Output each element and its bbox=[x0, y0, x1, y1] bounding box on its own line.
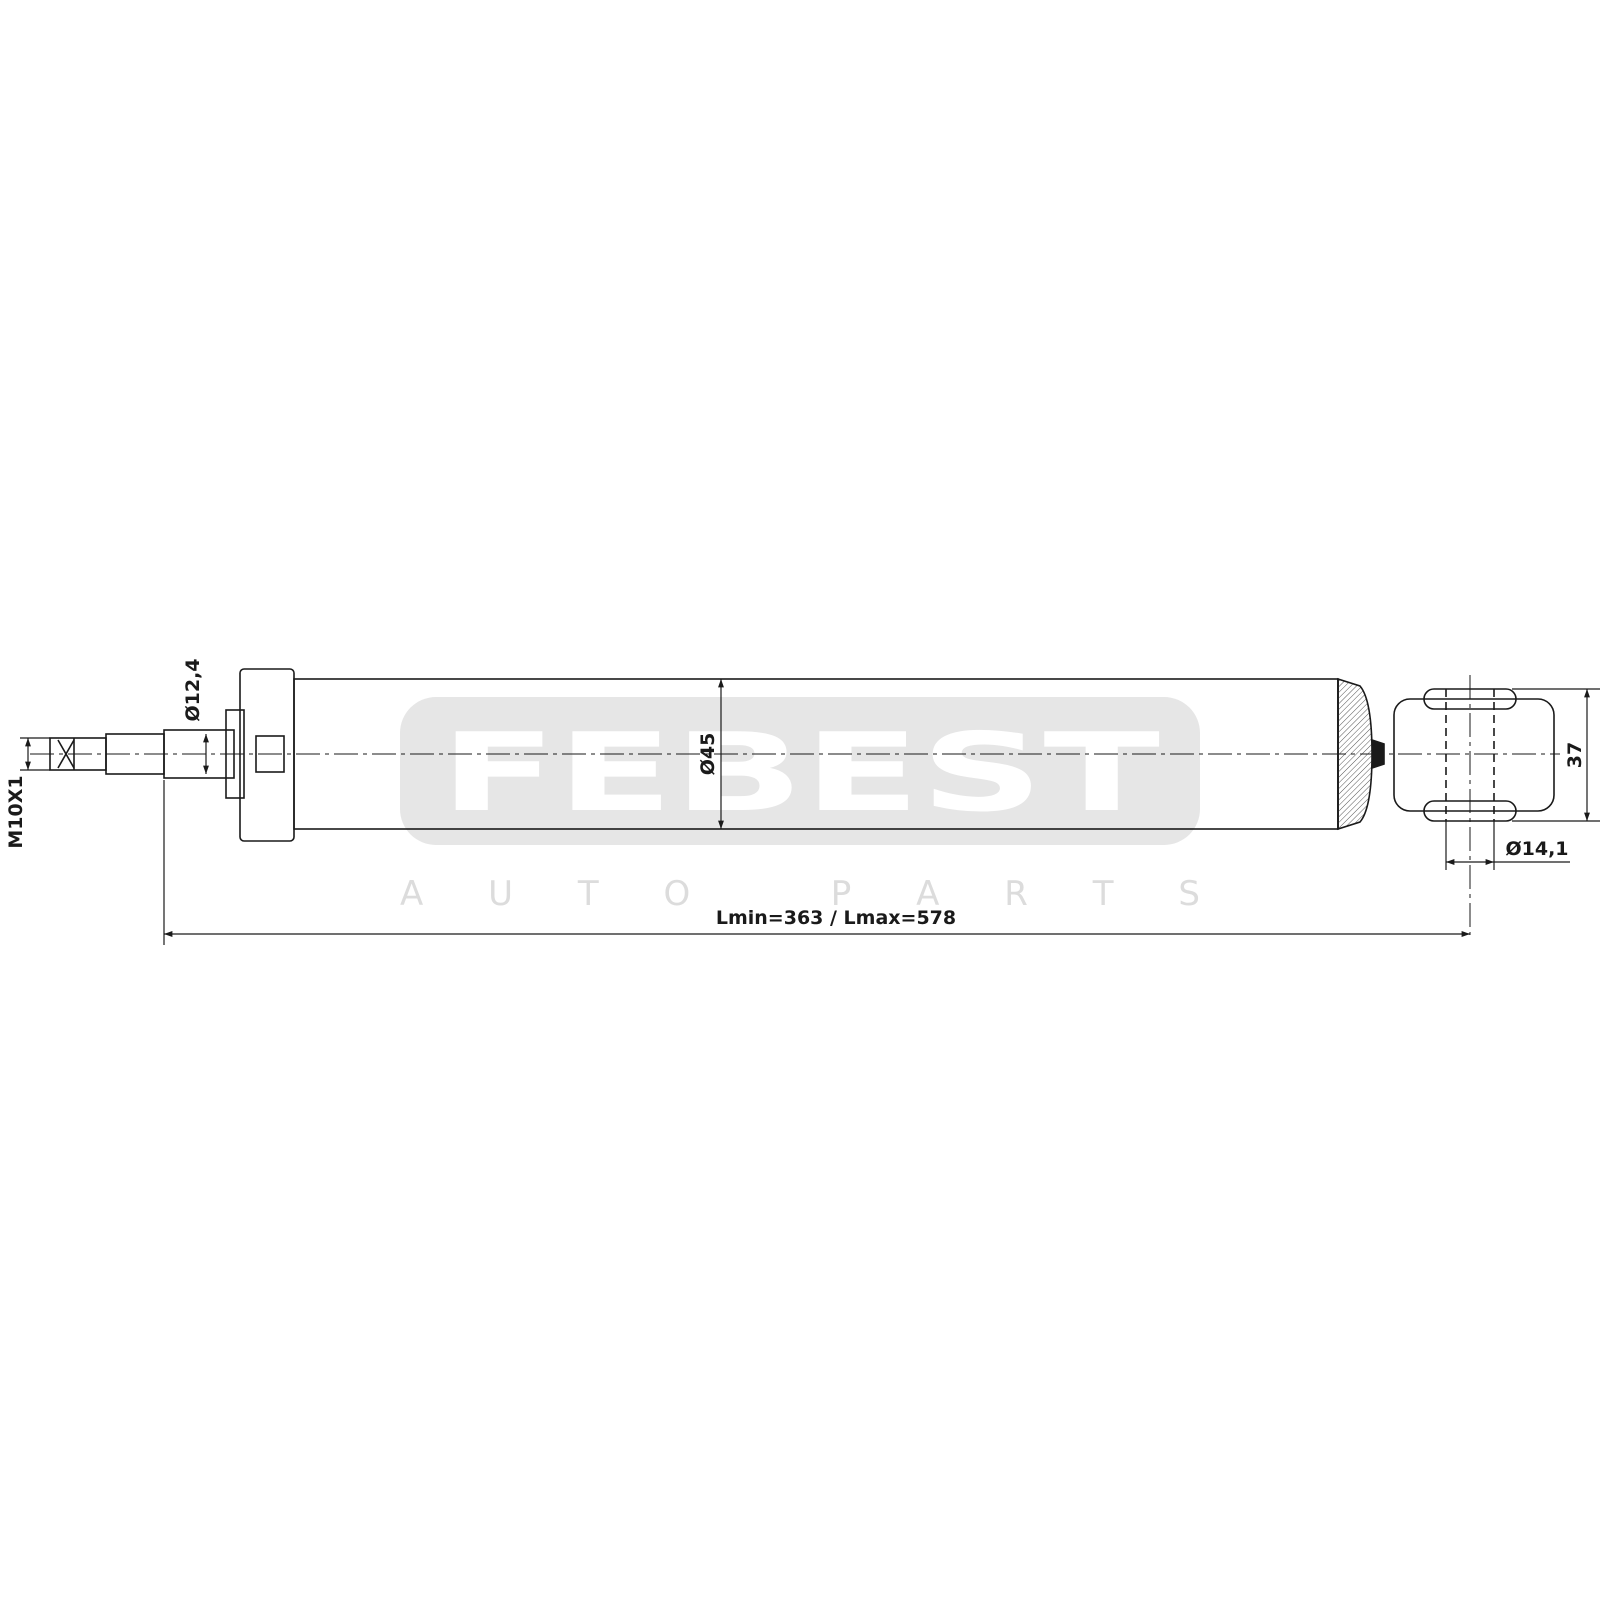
dimensions bbox=[20, 679, 1600, 945]
eye-mount bbox=[1393, 698, 1555, 812]
top-cap bbox=[239, 668, 295, 842]
watermark-brand: FEBEST bbox=[440, 711, 1161, 836]
watermark: FEBEST A U T O P A R T S bbox=[400, 697, 1200, 914]
thread-label: M10X1 bbox=[5, 775, 27, 848]
watermark-badge bbox=[400, 697, 1200, 845]
rod-diameter-label: Ø12,4 bbox=[182, 658, 204, 721]
hex-nut bbox=[255, 735, 285, 773]
length-label: Lmin=363 / Lmax=578 bbox=[716, 907, 956, 929]
body-diameter-label: Ø45 bbox=[697, 733, 719, 776]
eye-bore-label: Ø14,1 bbox=[1505, 838, 1568, 860]
eye-width-label: 37 bbox=[1564, 742, 1586, 768]
